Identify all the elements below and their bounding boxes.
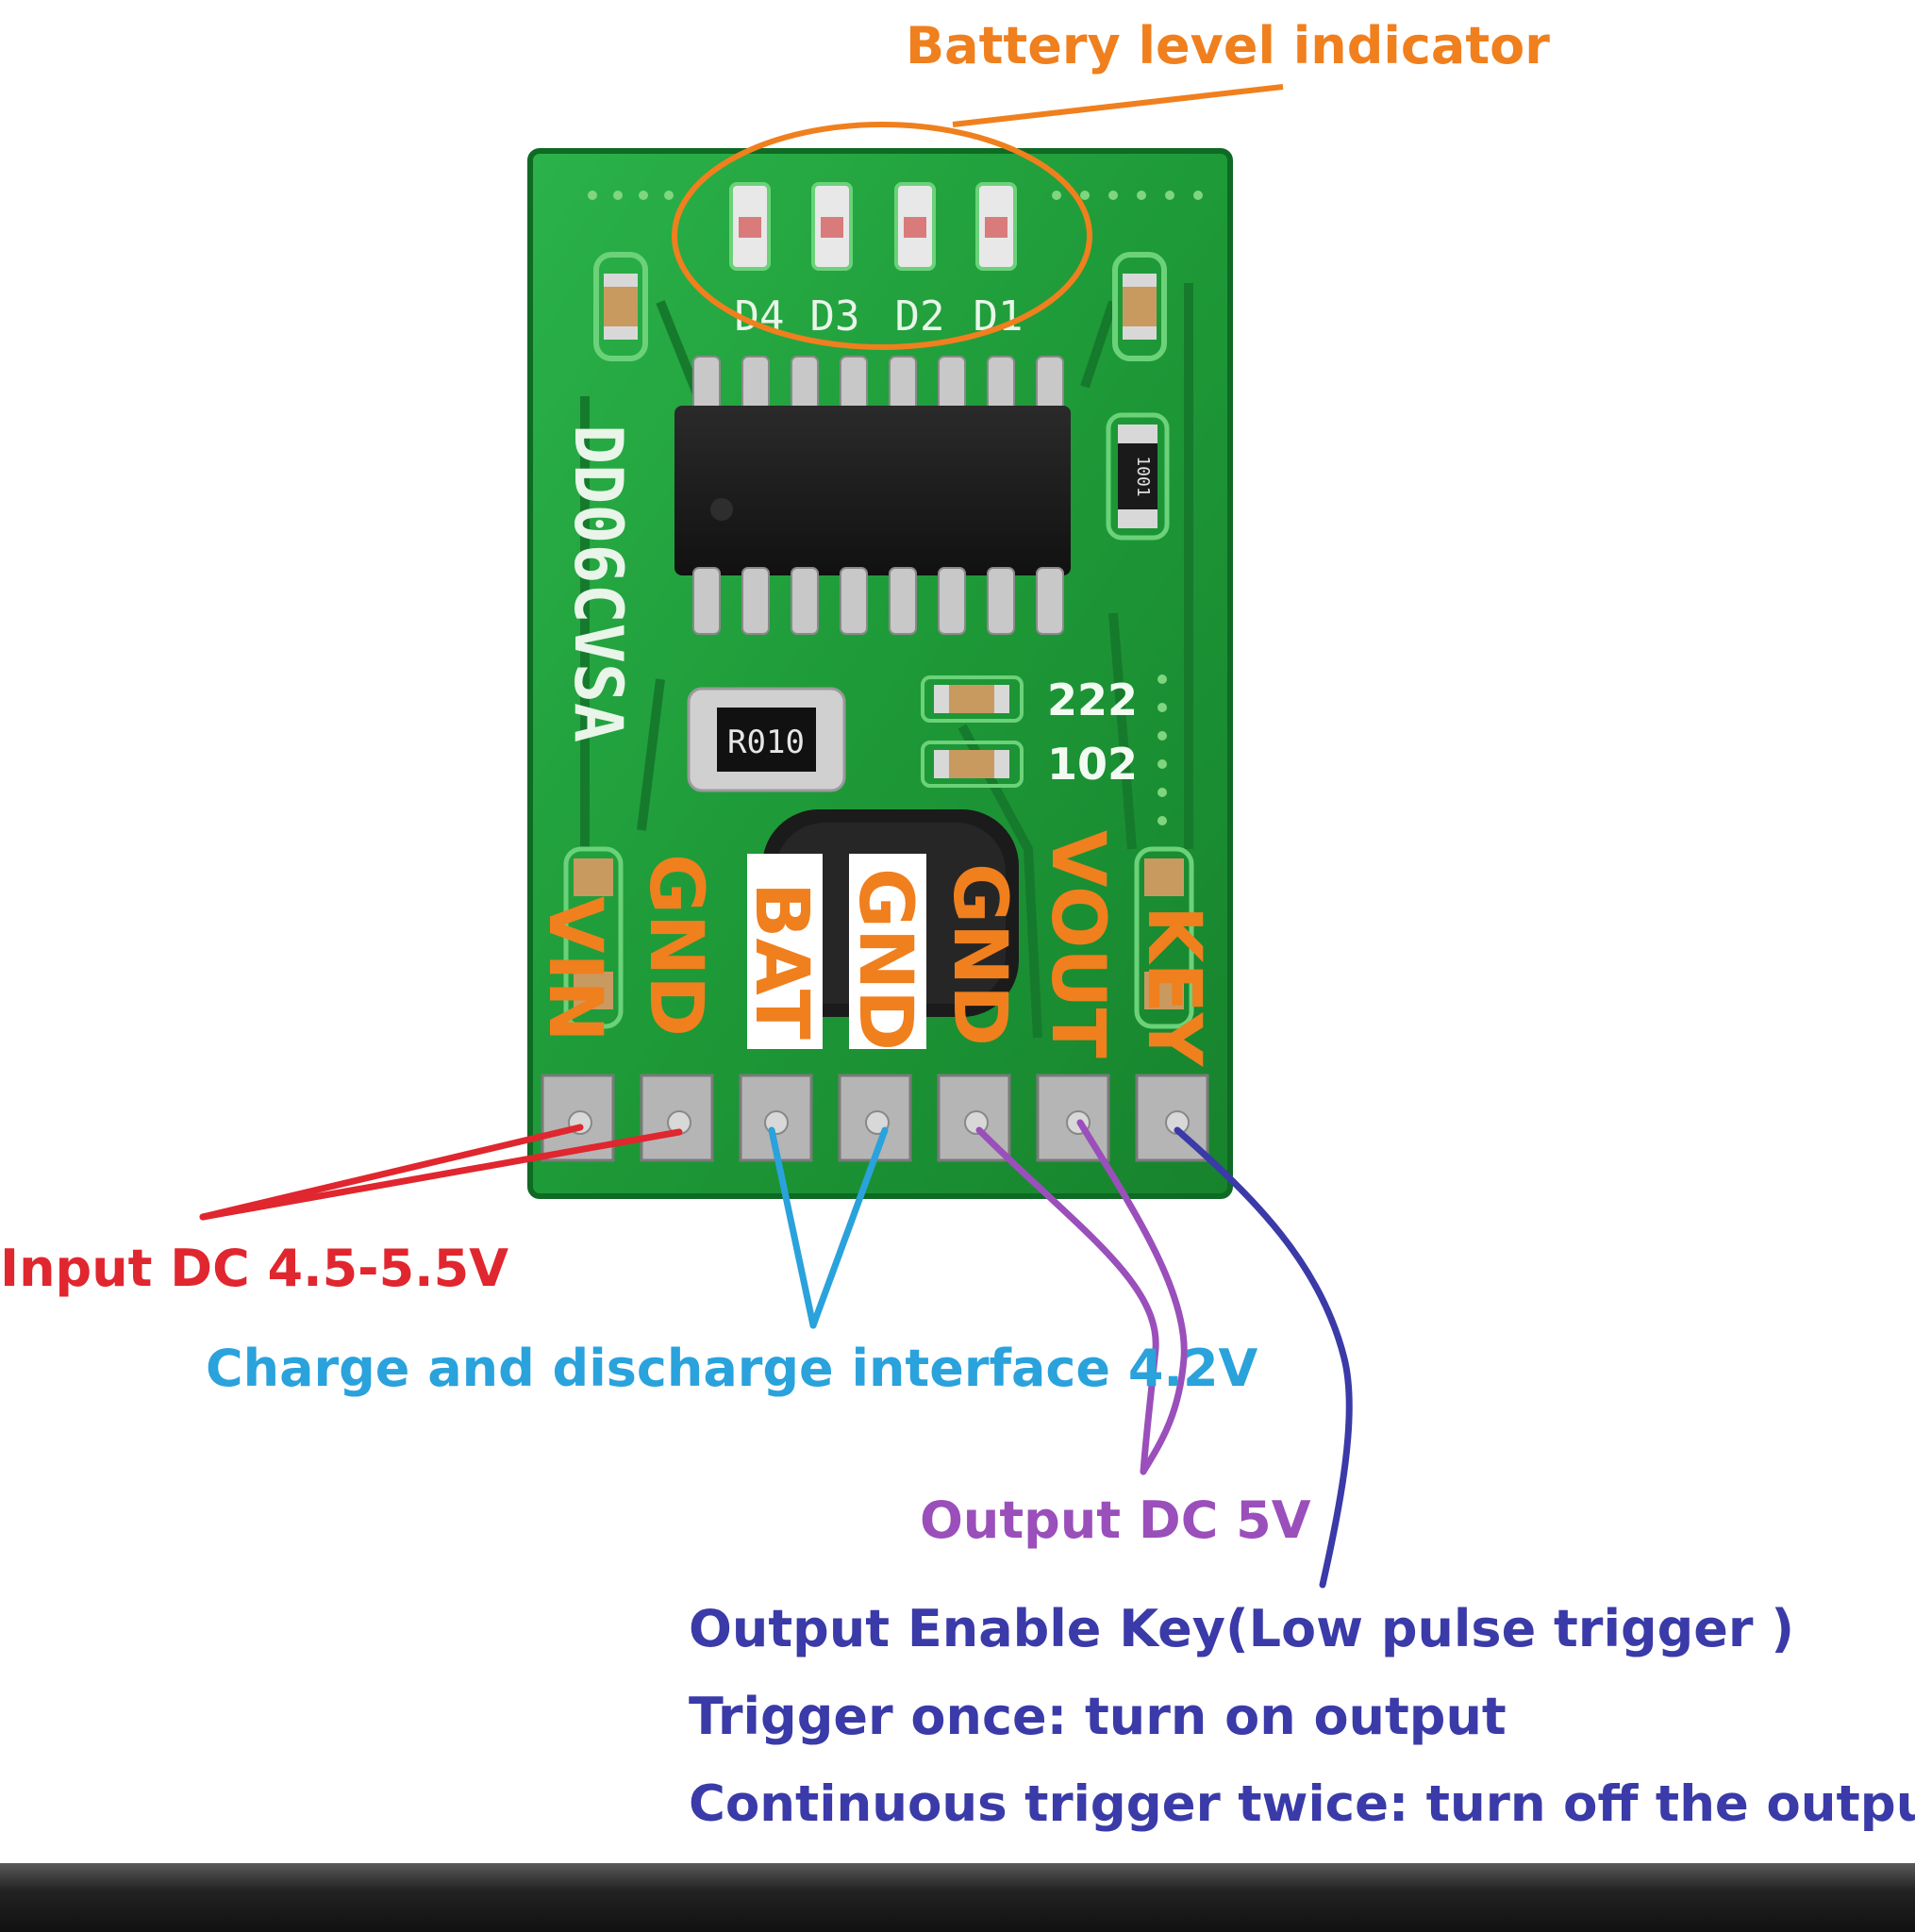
capacitor-lower-left	[563, 846, 624, 1029]
pin-pad-key	[1135, 1074, 1209, 1162]
capacitor-102	[921, 741, 1024, 788]
input-leader	[199, 1124, 683, 1221]
ic-pins-bottom	[692, 567, 1064, 635]
capacitor-102-label: 102	[1047, 739, 1138, 790]
key-label-line-1: Output Enable Key(Low pulse trigger )	[689, 1599, 1794, 1658]
resistor-1001: 1001	[1106, 412, 1170, 541]
key-label-line-3: Continuous trigger twice: turn off the o…	[689, 1775, 1915, 1833]
bat-highlight-box	[747, 854, 823, 1049]
pin-label-key: KEY	[1131, 906, 1216, 1068]
capacitor-222	[921, 675, 1024, 723]
led-d2	[894, 182, 936, 271]
pin-label-gnd-3: GND	[937, 863, 1022, 1046]
key-leader	[1174, 1126, 1353, 1589]
output-label: Output DC 5V	[920, 1491, 1311, 1550]
capacitor-lower-right	[1134, 846, 1194, 1029]
board-model-label: DD06CVSA	[559, 425, 637, 742]
pin-pad-gnd-1	[640, 1074, 714, 1162]
resistor-r010: R010	[687, 687, 846, 792]
resistor-1001-label: 1001	[1133, 456, 1153, 496]
capacitor-top-right	[1112, 252, 1167, 361]
pcb-traces	[580, 283, 1193, 1039]
pin-labels: VIN GND BAT GND GND VOUT KEY	[532, 830, 1216, 1068]
capacitor-top-left	[593, 252, 648, 361]
leds	[729, 182, 1017, 271]
header-pins	[541, 1074, 1209, 1162]
resistor-r010-label: R010	[727, 724, 805, 761]
led-label-d3: D3	[810, 292, 860, 341]
led-d1	[975, 182, 1017, 271]
vias-top	[588, 191, 1203, 200]
battery-indicator-highlight	[672, 122, 1092, 350]
charge-label: Charge and discharge interface 4.2V	[206, 1339, 1258, 1398]
ic-chip	[674, 356, 1071, 635]
pin-label-vout: VOUT	[1035, 830, 1120, 1058]
ic-pins-top	[692, 356, 1064, 414]
led-d4	[729, 182, 771, 271]
charge-leader	[768, 1126, 889, 1329]
capacitor-222-label: 222	[1047, 675, 1138, 725]
pin-label-gnd-2: GND	[842, 868, 927, 1051]
battery-indicator-leader	[952, 84, 1284, 127]
pin-pad-vout	[1036, 1074, 1110, 1162]
bottom-shadow-bar	[0, 1863, 1915, 1932]
vias-right	[1157, 675, 1167, 825]
led-label-d2: D2	[895, 292, 945, 341]
key-label-line-2: Trigger once: turn on output	[689, 1687, 1507, 1746]
output-leader	[975, 1119, 1188, 1475]
pin-label-bat: BAT	[739, 882, 824, 1040]
gnd-highlight-box	[849, 854, 926, 1049]
input-label: Input DC 4.5-5.5V	[0, 1239, 509, 1298]
battery-indicator-label: Battery level indicator	[906, 16, 1550, 75]
pin-label-vin: VIN	[532, 896, 617, 1042]
led-d3	[811, 182, 853, 271]
pin-label-gnd-1: GND	[633, 854, 718, 1037]
